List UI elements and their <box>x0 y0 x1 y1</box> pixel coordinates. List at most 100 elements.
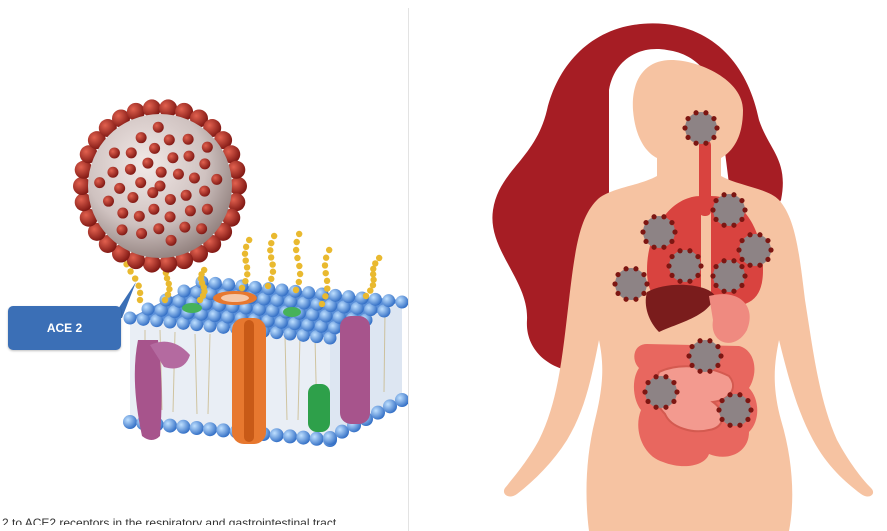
lipid-head <box>178 285 191 298</box>
virus-spike <box>713 283 718 288</box>
virus-spike <box>715 344 720 349</box>
lipid-head <box>222 278 235 291</box>
lipid-head <box>383 399 397 413</box>
membrane-diagram <box>0 0 408 531</box>
coronavirus-particle <box>73 99 247 272</box>
virus-membrane-illustration: ACE 2 <box>0 0 408 531</box>
glycan-bead <box>244 271 250 277</box>
spike-protein <box>125 164 136 175</box>
virus-spike <box>623 297 628 302</box>
virus-spike <box>685 135 690 140</box>
glycan-bead <box>296 279 302 285</box>
spike-protein <box>167 152 178 163</box>
virus-spike <box>669 273 674 278</box>
spike-protein <box>126 147 137 158</box>
glycan-bead <box>135 283 141 289</box>
virus-spike <box>748 407 753 412</box>
glycan-bead <box>162 297 168 303</box>
lipid-head <box>329 289 342 302</box>
virus-spike <box>713 217 718 222</box>
spike-protein <box>149 143 160 154</box>
virus-spike <box>640 229 645 234</box>
lipid-head <box>310 432 324 446</box>
virus-spike <box>645 399 650 404</box>
spike-protein <box>189 172 200 183</box>
virus-spike <box>757 232 762 237</box>
virus-spike <box>671 399 676 404</box>
virus-spike <box>747 263 752 268</box>
glycan-bead <box>322 293 328 299</box>
virus-spike <box>736 247 741 252</box>
virus-spike <box>765 257 770 262</box>
virus-spike <box>757 263 762 268</box>
spike-protein <box>136 228 147 239</box>
spike-protein <box>199 158 210 169</box>
virus-spike <box>643 220 648 225</box>
spike-protein <box>148 204 159 215</box>
virus-spike <box>643 239 648 244</box>
glycan-bead <box>324 278 330 284</box>
glycan-bead <box>265 283 271 289</box>
spike-protein <box>183 151 194 162</box>
spike-protein <box>173 169 184 180</box>
virus-spike <box>707 338 712 343</box>
virus-spike <box>641 291 646 296</box>
glycan-bead <box>323 270 329 276</box>
spike-protein <box>202 142 213 153</box>
virus-spike <box>737 392 742 397</box>
virus-spike <box>651 214 656 219</box>
virus-spike <box>693 141 698 146</box>
spike-protein <box>166 235 177 246</box>
virus-spike <box>663 405 668 410</box>
virus-spike <box>666 263 671 268</box>
glycan-bead <box>372 260 378 266</box>
lipid-head <box>382 294 395 307</box>
virus-spike <box>703 110 708 115</box>
virus-spike <box>615 291 620 296</box>
virus-spike <box>731 192 736 197</box>
lipid-head <box>176 420 190 434</box>
virus-spike <box>645 380 650 385</box>
lipid-head <box>163 419 177 433</box>
glycan-bead <box>363 293 369 299</box>
virus-spike <box>661 214 666 219</box>
virus-spike <box>612 281 617 286</box>
virus-spike <box>663 374 668 379</box>
spike-protein <box>117 224 128 235</box>
glycan-bead <box>137 297 143 303</box>
virus-spike <box>710 273 715 278</box>
glycan-bead <box>166 286 172 292</box>
virus-spike <box>731 258 736 263</box>
glycan-bead <box>242 278 248 284</box>
spike-protein <box>185 205 196 216</box>
glycan-bead <box>239 285 245 291</box>
spike-protein <box>147 187 158 198</box>
virus-spike <box>721 289 726 294</box>
virus-spike <box>718 353 723 358</box>
glycan-bead <box>132 275 138 281</box>
virus-spike <box>765 238 770 243</box>
lipid-head <box>323 431 337 445</box>
virus-spike <box>713 264 718 269</box>
glycan-bead <box>201 267 207 273</box>
virus-spike <box>651 245 656 250</box>
female-body-diagram <box>409 0 887 531</box>
spike-protein <box>134 211 145 222</box>
lipid-head <box>371 406 385 420</box>
glycan-bead <box>319 301 325 307</box>
body-illustration <box>409 0 887 531</box>
virus-spike <box>669 254 674 259</box>
glycan-bead <box>271 233 277 239</box>
spike-protein <box>117 208 128 219</box>
virus-spike <box>703 141 708 146</box>
lipid-head <box>296 431 310 445</box>
virus-spike <box>739 257 744 262</box>
spike-protein <box>202 204 213 215</box>
virus-spike <box>687 248 692 253</box>
virus-spike <box>739 198 744 203</box>
virus-spike <box>641 272 646 277</box>
virus-spike <box>695 254 700 259</box>
virus-spike <box>669 239 674 244</box>
virus-spike <box>745 417 750 422</box>
spike-protein <box>179 222 190 233</box>
